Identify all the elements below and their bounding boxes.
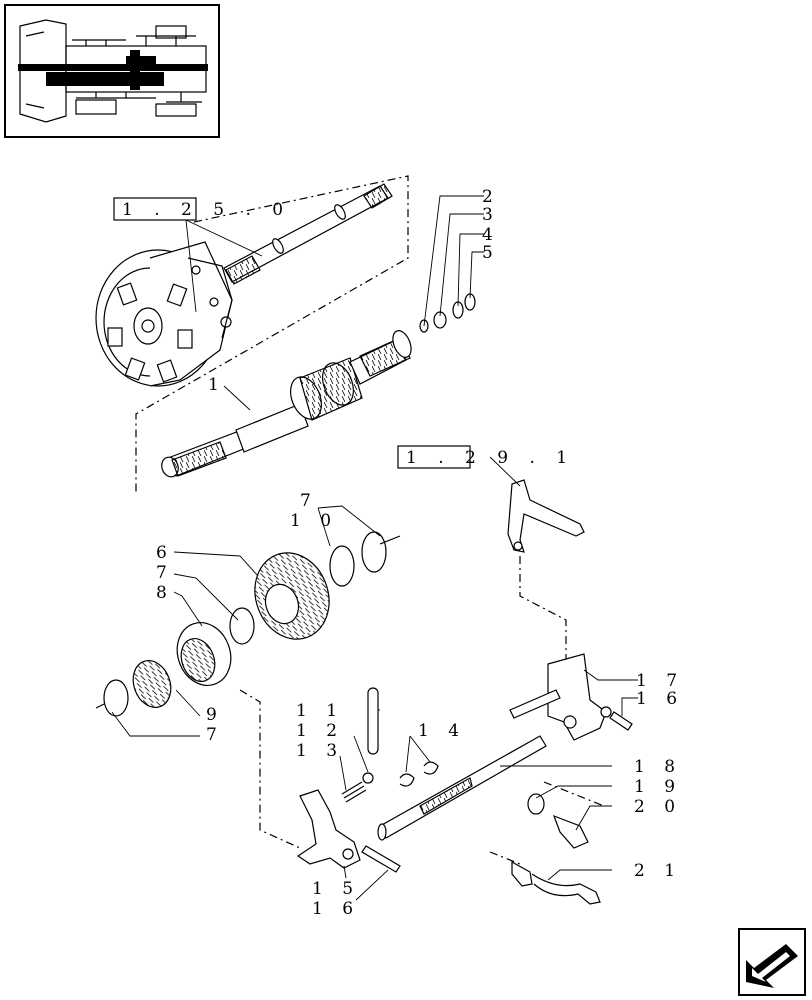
callout-4: 4 xyxy=(482,225,500,245)
callout-14: 1 4 xyxy=(418,721,466,741)
callouts: 1 2 3 4 5 7 1 0 6 7 8 9 7 1 1 1 2 1 3 1 … xyxy=(156,187,684,919)
callout-16a: 1 6 xyxy=(312,899,360,919)
callout-9: 9 xyxy=(206,705,224,725)
gear-group xyxy=(95,531,401,717)
clutch-assembly xyxy=(95,241,233,387)
clips-14 xyxy=(399,761,439,787)
callout-12: 1 2 xyxy=(296,721,344,741)
callout-16b: 1 6 xyxy=(636,689,684,709)
callout-7c: 7 xyxy=(206,725,224,745)
callout-15: 1 5 xyxy=(312,879,360,899)
selector-lever xyxy=(507,479,585,553)
next-page-button[interactable] xyxy=(738,928,806,996)
transmission-locator-icon xyxy=(18,19,208,123)
reference-box-1-25-0[interactable]: 1 . 2 5 . 0 xyxy=(113,197,291,221)
callout-2: 2 xyxy=(482,187,500,207)
callout-13: 1 3 xyxy=(296,741,344,761)
callout-7a: 7 xyxy=(300,491,318,511)
rings-2-5 xyxy=(419,293,476,333)
next-page-arrow-icon xyxy=(746,944,798,988)
reference-label: 1 . 2 5 . 0 xyxy=(122,200,291,220)
callout-1: 1 xyxy=(208,375,226,395)
group-outline-shaft xyxy=(135,175,409,492)
callout-3: 3 xyxy=(482,205,500,225)
pto-shaft xyxy=(223,183,393,285)
callout-20: 2 0 xyxy=(634,797,682,817)
main-shaft xyxy=(161,330,412,478)
callout-5: 5 xyxy=(482,243,500,263)
reference-label: 1 . 2 9 . 1 xyxy=(406,448,575,468)
callout-21: 2 1 xyxy=(634,861,682,881)
sensor-parts xyxy=(511,793,601,905)
locator-thumbnail xyxy=(4,4,220,138)
selector-bracket xyxy=(509,653,633,741)
callout-11: 1 1 xyxy=(296,701,344,721)
callout-6: 6 xyxy=(156,543,174,563)
callout-8: 8 xyxy=(156,583,174,603)
callout-17: 1 7 xyxy=(636,671,684,691)
callout-19: 1 9 xyxy=(634,777,682,797)
callout-10: 1 0 xyxy=(290,511,338,531)
callout-18: 1 8 xyxy=(634,757,682,777)
reference-box-1-29-1[interactable]: 1 . 2 9 . 1 xyxy=(397,445,575,469)
selector-rod xyxy=(377,735,547,841)
detent-parts xyxy=(341,687,379,803)
leader-lines xyxy=(111,195,638,901)
callout-7b: 7 xyxy=(156,563,174,583)
